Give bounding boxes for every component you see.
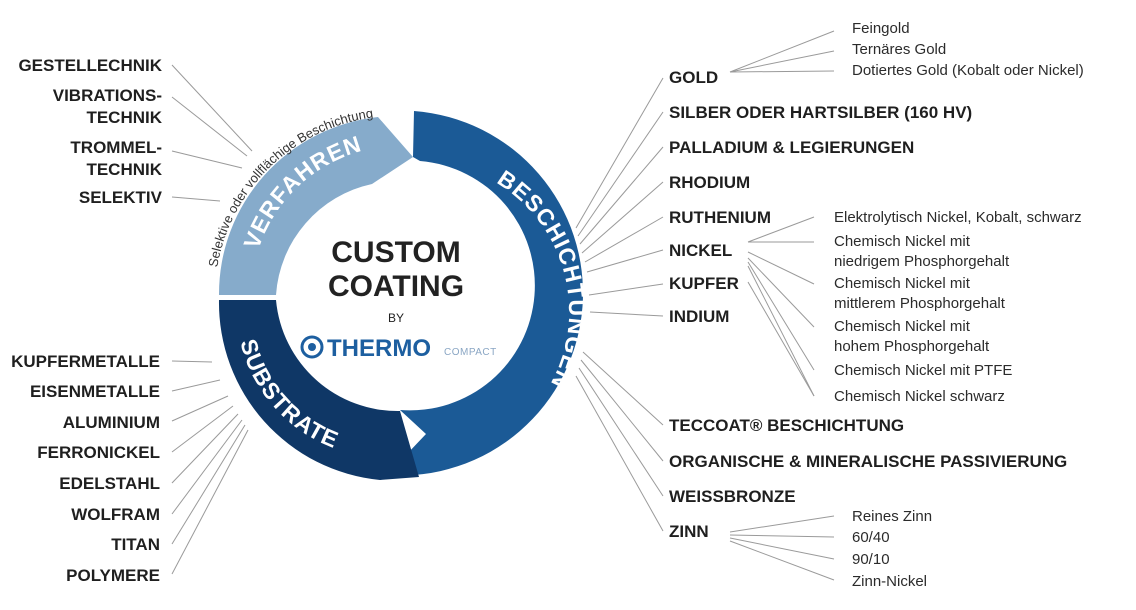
coating-kupfer: KUPFER xyxy=(669,274,739,293)
center-by: BY xyxy=(388,311,404,325)
ring-segment-beschichtungen xyxy=(387,111,584,476)
verfahren-item: TROMMEL- xyxy=(70,138,162,157)
coating-weissbronze: WEISSBRONZE xyxy=(669,487,796,506)
verfahren-list: GESTELLECHNIK VIBRATIONS- TECHNIK TROMME… xyxy=(18,56,162,207)
ring-segment-substrate xyxy=(218,300,419,480)
gold-sub-item: Dotiertes Gold (Kobalt oder Nickel) xyxy=(852,62,1084,79)
nickel-sub-item: Elektrolytisch Nickel, Kobalt, schwarz xyxy=(834,209,1082,226)
coating-gold: GOLD xyxy=(669,68,718,87)
coating-zinn: ZINN xyxy=(669,522,709,541)
verfahren-item: SELEKTIV xyxy=(79,188,163,207)
zinn-subs: Reines Zinn 60/40 90/10 Zinn-Nickel xyxy=(852,508,932,590)
verfahren-item: VIBRATIONS- xyxy=(53,86,162,105)
zinn-sub-item: Reines Zinn xyxy=(852,508,932,525)
connector-lines xyxy=(171,30,835,581)
coating-ruthenium: RUTHENIUM xyxy=(669,208,771,227)
coating-teccoat: TECCOAT® BESCHICHTUNG xyxy=(669,416,904,435)
coatings-list: GOLD SILBER ODER HARTSILBER (160 HV) PAL… xyxy=(669,68,1067,541)
coating-nickel: NICKEL xyxy=(669,241,732,260)
substrate-item: EISENMETALLE xyxy=(30,382,160,401)
zinn-sub-item: 60/40 xyxy=(852,529,890,546)
nickel-sub-item: Chemisch Nickel schwarz xyxy=(834,388,1005,405)
coating-rhodium: RHODIUM xyxy=(669,173,750,192)
nickel-subs: Elektrolytisch Nickel, Kobalt, schwarz C… xyxy=(834,209,1082,405)
center-title-line1: CUSTOM xyxy=(331,236,460,269)
coating-indium: INDIUM xyxy=(669,307,729,326)
logo-dot-icon xyxy=(308,343,316,351)
substrate-item: TITAN xyxy=(111,535,160,554)
nickel-sub-item: Chemisch Nickel mit xyxy=(834,275,971,292)
ring-segment-verfahren xyxy=(218,117,413,295)
gold-subs: Feingold Ternäres Gold Dotiertes Gold (K… xyxy=(852,20,1084,79)
logo-sub: COMPACT xyxy=(444,347,497,358)
nickel-sub-item: Chemisch Nickel mit xyxy=(834,233,971,250)
substrate-item: WOLFRAM xyxy=(71,505,160,524)
center-title-line2: COATING xyxy=(328,270,464,303)
logo-main: THERMO xyxy=(327,335,431,362)
zinn-sub-item: 90/10 xyxy=(852,551,890,568)
nickel-sub-item: Chemisch Nickel mit xyxy=(834,318,971,335)
substrate-item: FERRONICKEL xyxy=(37,443,160,462)
gold-sub-item: Feingold xyxy=(852,20,910,37)
substrate-item: KUPFERMETALLE xyxy=(11,352,160,371)
gold-sub-item: Ternäres Gold xyxy=(852,41,946,58)
zinn-sub-item: Zinn-Nickel xyxy=(852,573,927,590)
substrate-item: POLYMERE xyxy=(66,566,160,585)
verfahren-item: GESTELLECHNIK xyxy=(18,56,162,75)
substrate-list: KUPFERMETALLE EISENMETALLE ALUMINIUM FER… xyxy=(11,352,160,585)
substrate-item: EDELSTAHL xyxy=(59,474,160,493)
nickel-sub-item: hohem Phosphorgehalt xyxy=(834,338,990,355)
substrate-item: ALUMINIUM xyxy=(63,413,160,432)
verfahren-item: TECHNIK xyxy=(86,108,162,127)
coating-silber: SILBER ODER HARTSILBER (160 HV) xyxy=(669,103,972,122)
nickel-sub-item: mittlerem Phosphorgehalt xyxy=(834,295,1006,312)
thermo-logo: THERMO COMPACT xyxy=(300,335,497,362)
nickel-sub-item: Chemisch Nickel mit PTFE xyxy=(834,362,1012,379)
verfahren-item: TECHNIK xyxy=(86,160,162,179)
logo-ring-icon xyxy=(300,335,324,359)
coating-passivierung: ORGANISCHE & MINERALISCHE PASSIVIERUNG xyxy=(669,452,1067,471)
coating-palladium: PALLADIUM & LEGIERUNGEN xyxy=(669,138,914,157)
nickel-sub-item: niedrigem Phosphorgehalt xyxy=(834,253,1010,270)
